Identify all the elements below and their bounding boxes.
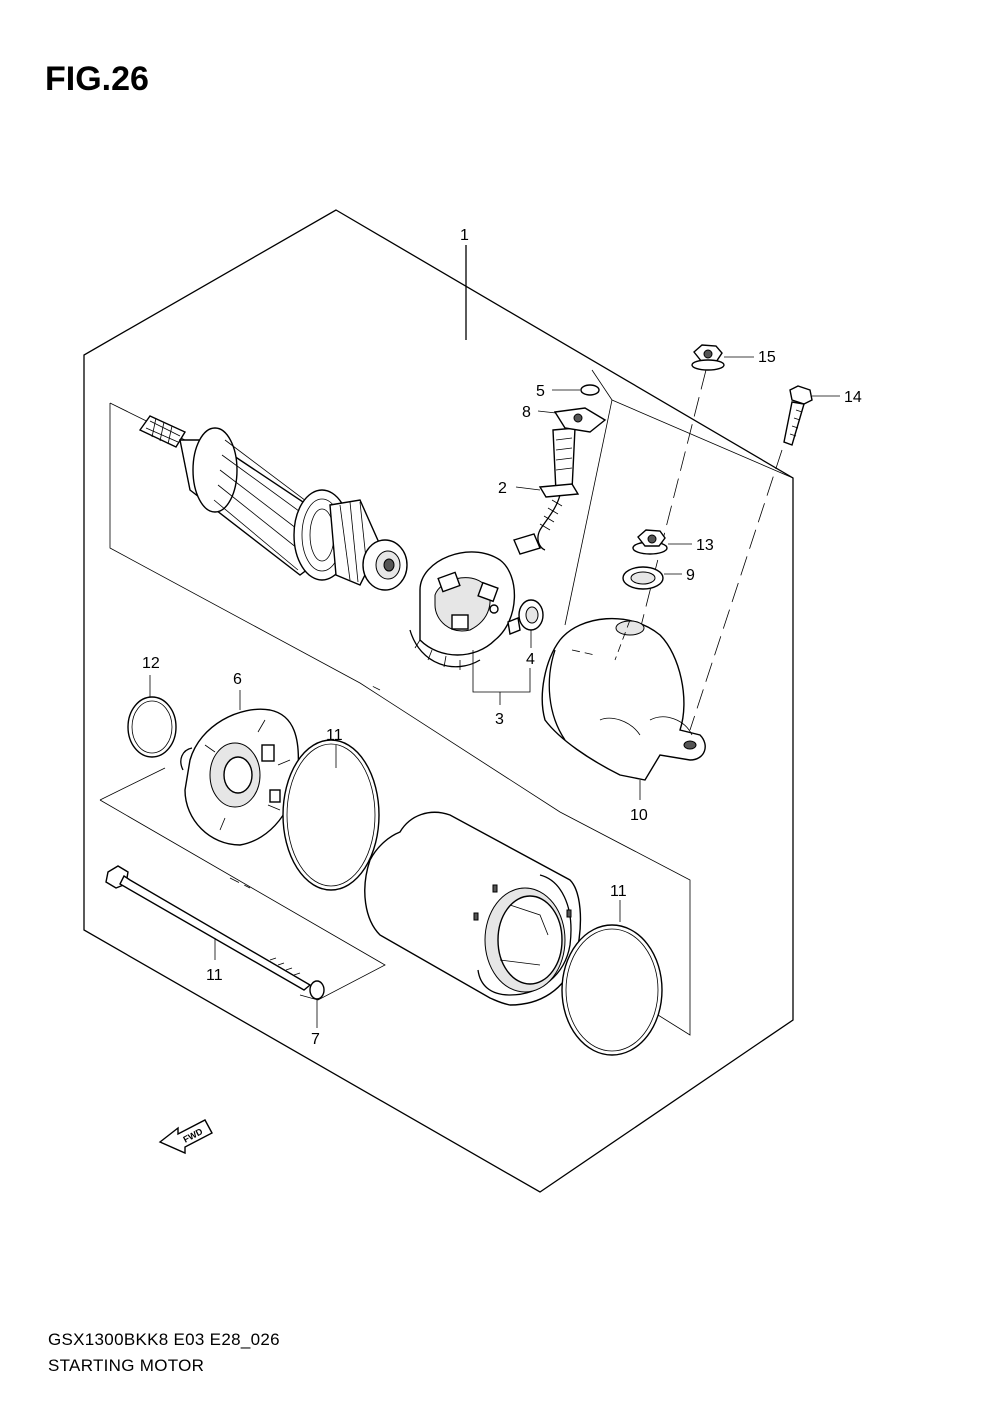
callout-11-rear: 11 [610, 883, 627, 900]
oil-seal [622, 566, 664, 590]
flange-nut-top [691, 344, 725, 371]
armature-group-frame [109, 403, 691, 1036]
callout-16: 15 [758, 349, 776, 366]
figure-title: FIG.26 [45, 60, 149, 98]
callout-15: 14 [844, 389, 862, 406]
flange-nut [632, 529, 668, 555]
assembly-outline [83, 209, 794, 1193]
cover-group-frame [564, 369, 613, 626]
brush-holder [409, 551, 516, 670]
front-bracket [180, 708, 300, 846]
diagram-name: STARTING MOTOR [48, 1356, 205, 1375]
o-ring-small [127, 696, 177, 758]
brush-terminal [513, 427, 580, 555]
rear-cover [541, 617, 706, 781]
callout-1: 1 [460, 227, 469, 244]
callout-4: 4 [526, 651, 535, 668]
through-bolt [105, 865, 312, 991]
callout-10: 10 [630, 807, 648, 824]
callout-14: 13 [696, 537, 714, 554]
callout-7: 7 [311, 1031, 320, 1048]
callout-11-front: 11 [326, 727, 343, 744]
callout-6: 6 [233, 671, 242, 688]
terminal-plate [553, 407, 607, 433]
o-ring-rear [561, 924, 663, 1056]
callout-8: 8 [522, 404, 531, 421]
bearing [507, 599, 544, 635]
callout-2: 2 [498, 480, 507, 497]
o-ring-front [282, 739, 380, 891]
bracket-group-frame [99, 767, 166, 801]
callout-13: 12 [142, 655, 160, 672]
yoke-housing [364, 811, 582, 1006]
callout-5: 5 [536, 383, 545, 400]
model-code: GSX1300BKK8 E03 E28_026 [48, 1330, 280, 1349]
fwd-arrow-icon: FWD [158, 1119, 213, 1155]
callout-9: 9 [686, 567, 695, 584]
washer [309, 980, 325, 1000]
small-o-ring [580, 384, 600, 396]
callout-12: 11 [206, 967, 223, 984]
callout-3: 3 [495, 711, 504, 728]
armature [138, 415, 408, 591]
cover-bolt [783, 385, 813, 446]
